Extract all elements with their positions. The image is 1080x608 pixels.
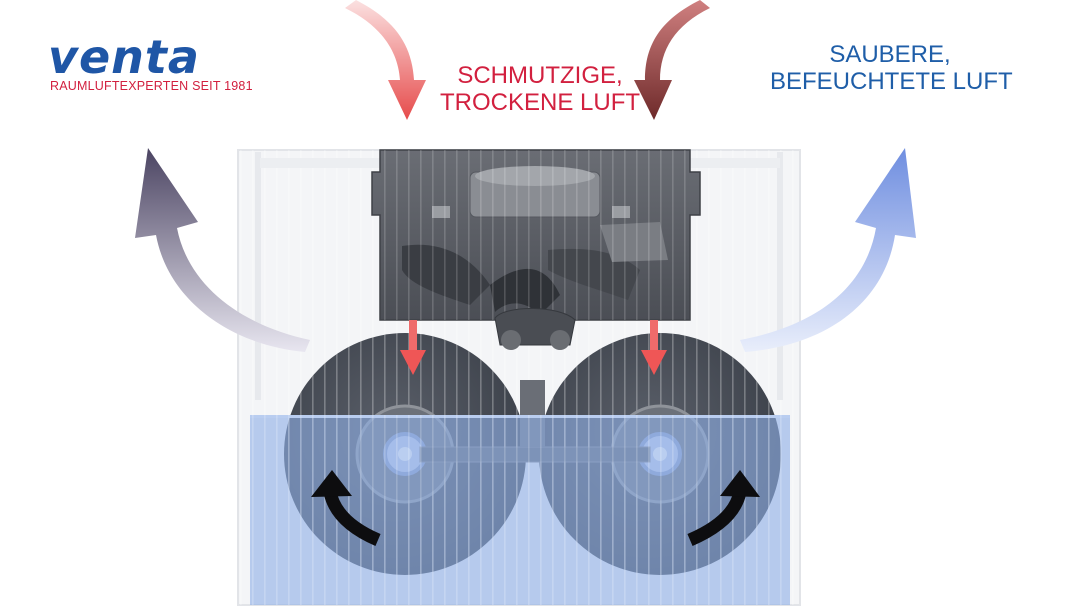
dirty-air-label: SCHMUTZIGE, TROCKENE LUFT xyxy=(440,62,640,116)
dirty-air-line-2: TROCKENE LUFT xyxy=(440,89,641,116)
clean-air-line-2: BEFEUCHTETE LUFT xyxy=(770,68,1013,95)
venta-logo: venta xyxy=(48,30,200,84)
outflow-arrow-left xyxy=(135,148,310,352)
inflow-arrow-right xyxy=(634,0,710,120)
inflow-arrow-inner-right xyxy=(641,320,667,375)
inflow-arrow-left xyxy=(345,0,426,120)
outflow-arrow-right xyxy=(740,148,916,352)
fan-unit xyxy=(371,149,701,350)
clean-air-line-1: SAUBERE, xyxy=(829,41,951,68)
rotation-arrow-right xyxy=(687,470,760,546)
logo-tagline: RAUMLUFTEXPERTEN SEIT 1981 xyxy=(50,79,253,93)
rotation-arrow-left xyxy=(311,470,381,546)
inflow-arrow-inner-left xyxy=(400,320,426,375)
dirty-air-line-1: SCHMUTZIGE, xyxy=(457,62,623,89)
clean-air-label: SAUBERE, BEFEUCHTETE LUFT xyxy=(770,41,1013,95)
